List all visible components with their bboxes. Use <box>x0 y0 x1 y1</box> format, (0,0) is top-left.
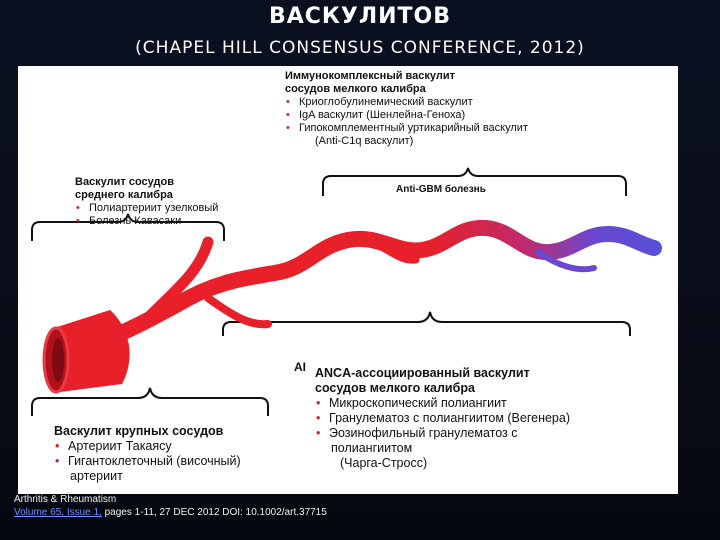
vessel-trunk <box>58 228 654 354</box>
list-item: •IgA васкулит (Шенлейна-Геноха) <box>285 109 675 122</box>
bullet-icon: • <box>55 439 59 454</box>
volume-link[interactable]: Volume 65, Issue 1, <box>14 507 102 518</box>
small-immune-group: Иммунокомплексный васкулит сосудов мелко… <box>285 70 675 148</box>
medium-heading-1: Васкулит сосудов <box>75 176 275 189</box>
medium-group: Васкулит сосудов среднего калибра •Полиа… <box>75 176 275 228</box>
list-item: •Гипокомплементный уртикарийный васкулит <box>285 122 675 135</box>
bullet-icon: • <box>316 411 320 426</box>
vessel-opening-inner <box>52 338 64 382</box>
anca-item3-cont1: полиангиитом <box>315 441 665 456</box>
bullet-icon: • <box>316 396 320 411</box>
list-item: •Артериит Такаясу <box>54 439 304 454</box>
bullet-icon: • <box>76 215 80 228</box>
small-immune-heading-2: сосудов мелкого калибра <box>285 83 675 96</box>
anti-gbm-label: Anti-GBM болезнь <box>396 184 486 195</box>
large-heading: Васкулит крупных сосудов <box>54 424 304 439</box>
footer-citation: Volume 65, Issue 1, pages 1-11, 27 DEC 2… <box>14 507 327 518</box>
anca-heading-2: сосудов мелкого калибра <box>315 381 665 396</box>
list-item: •Гигантоклеточный (височный) <box>54 454 304 469</box>
small-immune-item3-cont: (Anti-C1q васкулит) <box>285 135 675 148</box>
vessel-branch-low <box>208 298 268 324</box>
small-immune-heading-1: Иммунокомплексный васкулит <box>285 70 675 83</box>
footer-pages: pages 1-11, 27 DEC 2012 DOI: 10.1002/art… <box>102 507 327 518</box>
large-group: Васкулит крупных сосудов •Артериит Такая… <box>54 424 304 484</box>
list-item: •Болезнь Кавасаки <box>75 215 275 228</box>
diagram-panel: Иммунокомплексный васкулит сосудов мелко… <box>18 66 678 494</box>
bracket-large <box>32 388 268 416</box>
page-title: ВАСКУЛИТОВ <box>0 4 720 29</box>
anca-cutoff-letter: AI <box>294 360 306 374</box>
bullet-icon: • <box>55 454 59 469</box>
list-item: •Эозинофильный гранулематоз с <box>315 426 665 441</box>
large-item2-cont: артериит <box>54 469 304 484</box>
page-subtitle: (CHAPEL HILL CONSENSUS CONFERENCE, 2012) <box>0 38 720 58</box>
list-item: •Полиартериит узелковый <box>75 202 275 215</box>
medium-heading-2: среднего калибра <box>75 189 275 202</box>
bullet-icon: • <box>76 202 80 215</box>
anca-group: ANCA-ассоциированный васкулит сосудов ме… <box>315 366 665 471</box>
list-item: •Микроскопический полиангиит <box>315 396 665 411</box>
bracket-anca <box>223 312 630 336</box>
anca-item3-cont2: (Чарга-Стросс) <box>315 456 665 471</box>
anca-heading-1: ANCA-ассоциированный васкулит <box>315 366 665 381</box>
list-item: •Гранулематоз с полиангиитом (Вегенера) <box>315 411 665 426</box>
list-item: •Криоглобулинемический васкулит <box>285 96 675 109</box>
bullet-icon: • <box>286 109 290 122</box>
bullet-icon: • <box>316 426 320 441</box>
footer-journal: Arthritis & Rheumatism <box>14 494 116 505</box>
bullet-icon: • <box>286 122 290 135</box>
bullet-icon: • <box>286 96 290 109</box>
